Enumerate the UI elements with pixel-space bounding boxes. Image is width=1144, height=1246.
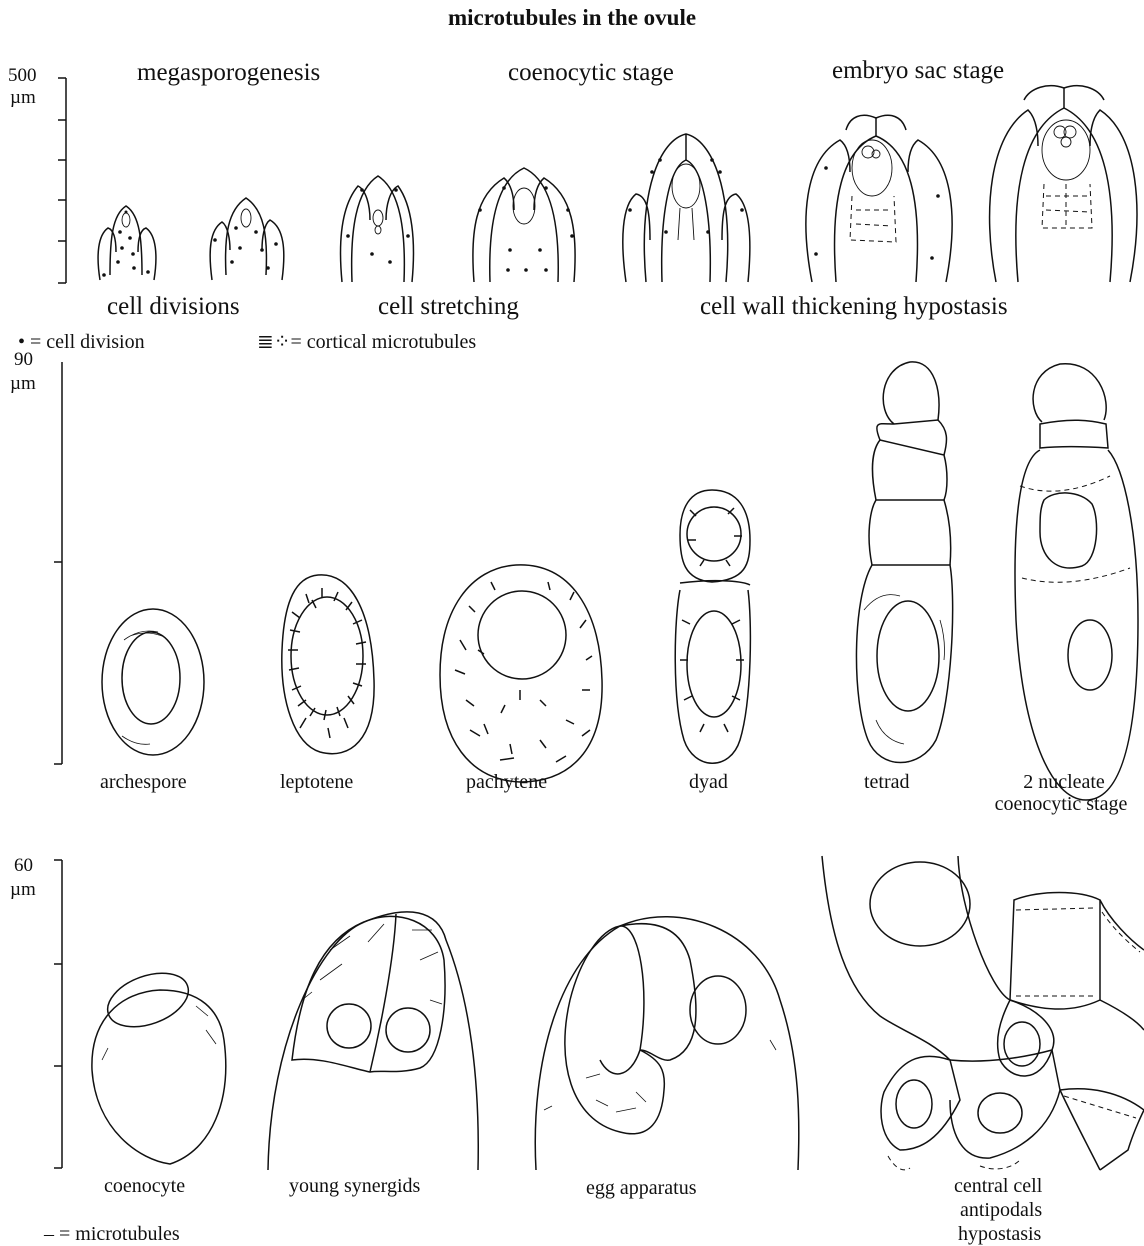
panel3-scale-axis <box>54 860 62 1168</box>
cell-archespore <box>102 609 204 755</box>
ovule-stage-3 <box>341 176 414 282</box>
cell-egg-apparatus <box>535 917 799 1170</box>
ovule-stage-4 <box>473 168 575 282</box>
cell-coenocyte <box>92 963 226 1164</box>
ovule-stage-2 <box>210 198 284 280</box>
cell-dyad <box>675 490 750 763</box>
ovule-stage-1 <box>98 206 156 280</box>
cell-pachytene <box>440 565 602 782</box>
cell-young-synergids <box>268 912 478 1170</box>
cell-central-antipodals-hypostasis <box>822 856 1144 1170</box>
ovule-stage-5 <box>623 134 750 282</box>
ovule-stage-6 <box>806 115 952 282</box>
cell-2-nucleate <box>1015 364 1138 800</box>
ovule-stage-7 <box>990 86 1137 282</box>
panel1-scale-axis <box>58 78 66 283</box>
cell-leptotene <box>282 575 374 754</box>
panel2-scale-axis <box>54 362 62 764</box>
cell-tetrad <box>856 362 952 763</box>
